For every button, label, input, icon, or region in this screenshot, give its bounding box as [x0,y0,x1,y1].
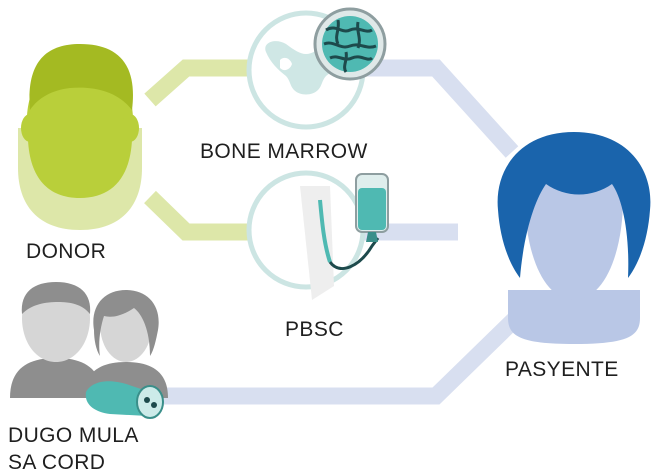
donor-to-bone-marrow-connector [144,59,260,107]
cord-blood-label-line1: DUGO MULA [8,424,139,447]
donor-to-pbsc-connector [144,190,260,241]
patient-head-icon [497,132,651,344]
donor-label: DONOR [26,240,107,263]
pbsc-arm-iv-bag-icon [246,170,389,300]
cord-blood-label: DUGO MULA SA CORD [8,422,208,476]
bone-marrow-label: BONE MARROW [200,140,368,163]
umbilical-cord-icon [85,381,164,419]
bone-marrow-to-patient-connector [355,59,519,158]
patient-label: PASYENTE [505,358,619,381]
cord-to-patient-connector [150,311,522,405]
marrow-cells-icon [313,7,387,81]
cord-blood-label-line2: SA CORD [8,451,106,474]
donor-head-icon [18,44,142,230]
cord-blood-family-icon [10,282,168,398]
pbsc-label: PBSC [285,318,344,341]
